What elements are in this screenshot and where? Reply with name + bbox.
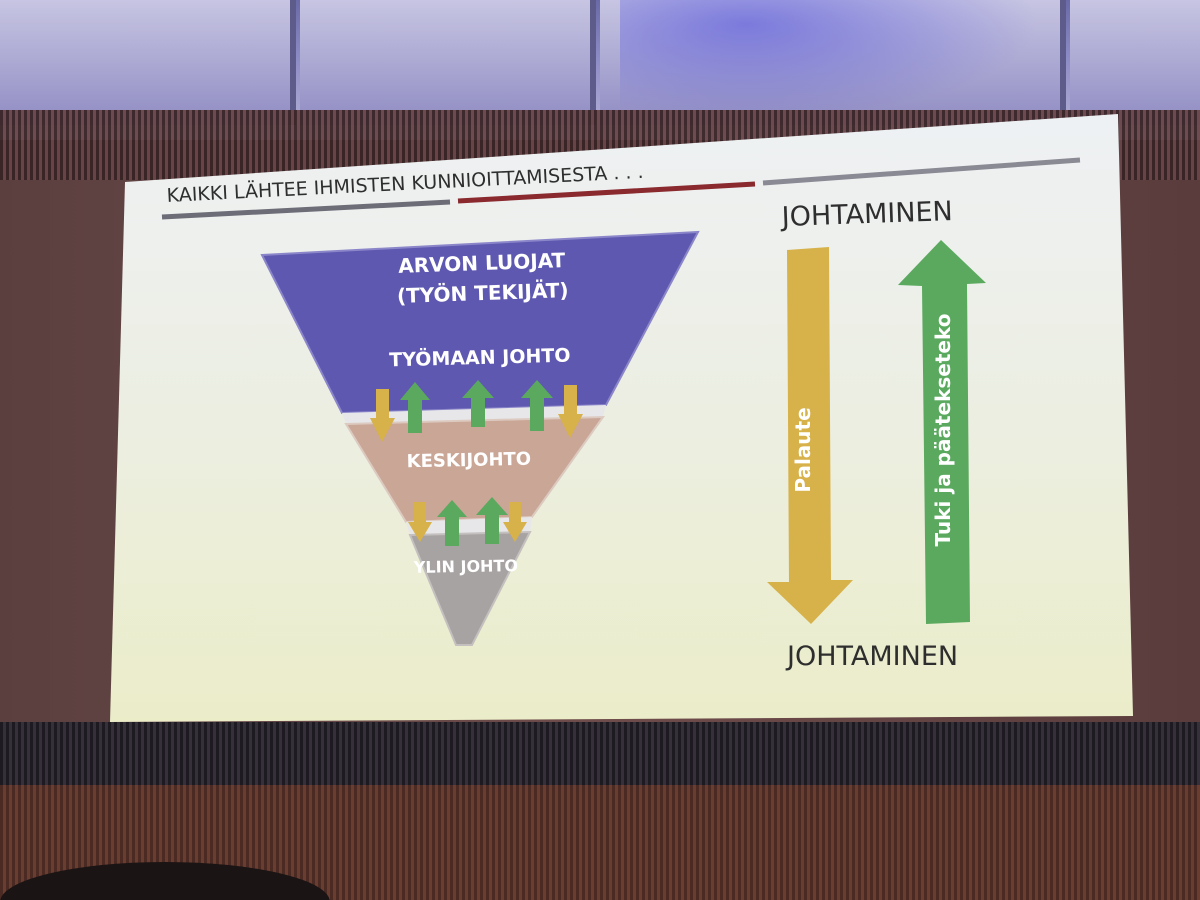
small-up-arrow-icon (521, 380, 553, 431)
feedback-arrow-label: Palaute (791, 407, 815, 492)
pyramid-top-line2: (TYÖN TEKIJÄT) (397, 278, 569, 308)
title-bar-gray-right (762, 157, 1081, 186)
small-up-arrow-icon (437, 500, 467, 546)
small-down-arrow-icon (503, 502, 527, 542)
small-down-arrow-icon (408, 502, 432, 542)
pyramid-separator (406, 517, 532, 535)
feedback-down-arrow-icon (767, 247, 853, 624)
pyramid-middle-label: KESKIJOHTO (406, 449, 531, 473)
title-bar-gray-left (161, 199, 451, 220)
support-up-arrow-icon (898, 240, 986, 624)
small-up-arrow-icon (462, 380, 494, 427)
support-arrow-label: Tuki ja päätekseteko (931, 314, 955, 547)
slide-surface (110, 114, 1133, 722)
ceiling-panel (0, 0, 296, 125)
small-up-arrow-icon (476, 497, 508, 544)
small-down-arrow-icon (558, 385, 583, 438)
leadership-label-bottom: JOHTAMINEN (785, 641, 958, 672)
leadership-label-top: JOHTAMINEN (779, 196, 953, 233)
ceiling-panel (300, 0, 596, 125)
pyramid-bottom-label: YLIN JOHTO (413, 556, 518, 577)
title-bar-red (457, 181, 756, 204)
small-down-arrow-icon (370, 389, 395, 442)
ceiling-light (620, 0, 1040, 120)
lower-slats (0, 722, 1200, 792)
pyramid-top-line1: ARVON LUOJAT (398, 248, 566, 278)
ceiling-panel (1070, 0, 1200, 125)
small-up-arrow-icon (400, 382, 430, 433)
